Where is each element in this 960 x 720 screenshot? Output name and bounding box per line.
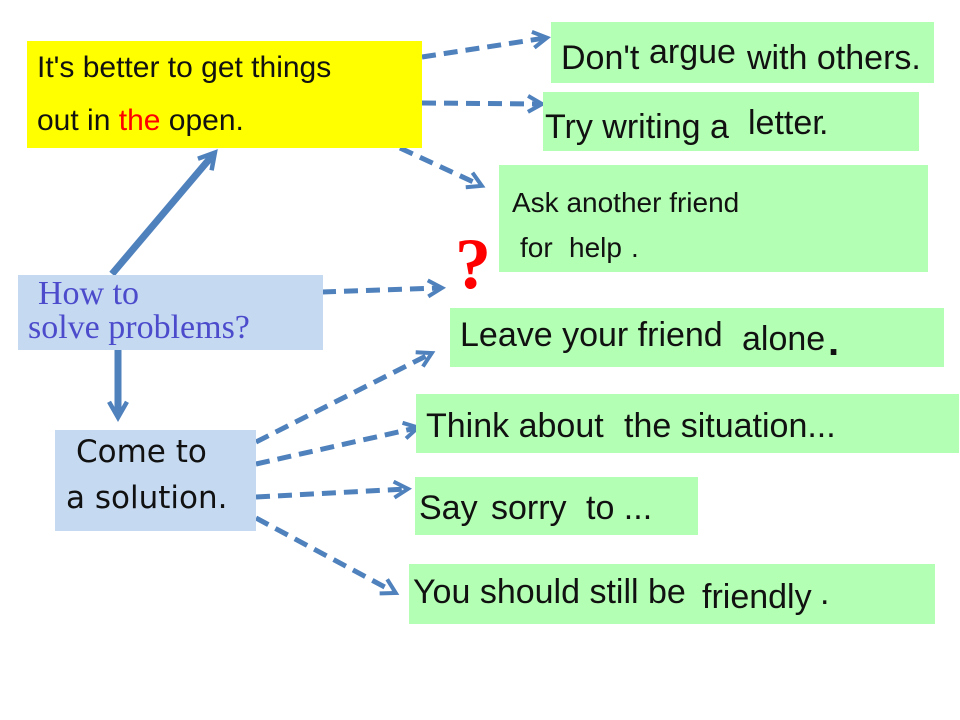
- option-5-part-a: Think about: [426, 407, 604, 445]
- option-6-part-a: Say: [419, 489, 478, 527]
- option-7-period: .: [820, 574, 830, 612]
- solution-box: Come to a solution.: [55, 430, 256, 531]
- top-idea-box: It's better to get things out in the ope…: [27, 41, 422, 148]
- center-line-1: How to: [38, 275, 140, 312]
- center-question-box: How to solve problems?: [18, 275, 323, 350]
- option-4-keyword: alone: [742, 320, 826, 358]
- option-1-part-a: Don't: [561, 39, 640, 77]
- arrow-to-option-1: [421, 30, 551, 60]
- top-idea-line-1: It's better to get things: [37, 51, 332, 84]
- arrow-to-option-2: [421, 94, 547, 114]
- arrow-to-option-7: [254, 515, 400, 596]
- solution-line-2: a solution.: [66, 480, 228, 516]
- option-leave-alone: Leave your friend alone .: [450, 308, 944, 367]
- arrow-to-question: [321, 278, 447, 299]
- option-7-keyword: friendly: [702, 578, 812, 616]
- arrow-center-to-top: [109, 149, 218, 277]
- arrow-to-option-5: [255, 420, 422, 467]
- top-idea-line-2-a: out in: [37, 104, 119, 137]
- option-7-part-a: You should still be: [413, 573, 686, 611]
- option-2-part-a: Try writing a: [545, 108, 729, 146]
- center-line-2: solve problems?: [28, 309, 250, 346]
- arrow-to-option-3: [398, 145, 486, 190]
- option-3-line-1: Ask another friend: [512, 187, 740, 218]
- arrow-to-option-6: [255, 479, 413, 500]
- option-dont-argue: Don't argue with others.: [551, 22, 934, 83]
- option-say-sorry: Say sorry to ...: [415, 477, 698, 535]
- option-5-keyword: the situation...: [624, 407, 836, 445]
- option-4-part-a: Leave your friend: [460, 316, 723, 354]
- option-be-friendly: You should still be friendly .: [409, 564, 935, 624]
- option-write-letter: Try writing a letter .: [543, 92, 919, 151]
- top-idea-line-2: out in the open.: [37, 104, 244, 138]
- option-1-keyword: argue: [649, 33, 736, 71]
- option-think-situation: Think about the situation...: [416, 394, 959, 453]
- arrow-to-option-4: [254, 350, 436, 445]
- option-4-period: .: [828, 320, 840, 364]
- option-6-part-c: to ...: [586, 489, 653, 527]
- solution-line-1: Come to: [76, 434, 207, 470]
- option-6-keyword: sorry: [491, 489, 567, 527]
- option-1-part-c: with others.: [747, 39, 921, 77]
- option-2-keyword: letter: [748, 104, 824, 142]
- option-ask-friend: Ask another friend for help .: [499, 165, 928, 272]
- option-3-for: for: [520, 232, 553, 263]
- question-mark: ?: [455, 224, 491, 304]
- top-idea-line-2-b: open.: [160, 104, 244, 137]
- option-3-keyword: help: [569, 232, 622, 263]
- option-3-period: .: [631, 232, 639, 263]
- option-2-part-c: .: [819, 104, 829, 142]
- top-idea-highlight: the: [118, 104, 161, 137]
